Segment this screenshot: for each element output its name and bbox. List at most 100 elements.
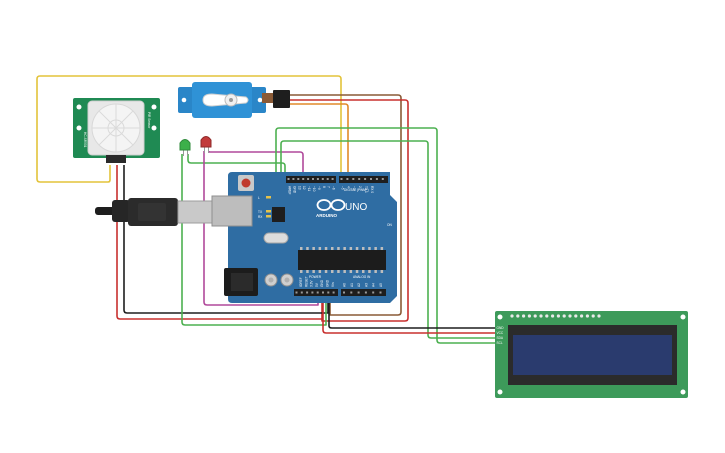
chip-pin (343, 247, 346, 250)
digital-header-strip-b (339, 176, 388, 183)
header-pin (352, 178, 355, 180)
chip-pin (368, 247, 371, 250)
led-green[interactable] (179, 139, 191, 157)
lcd-pad (556, 314, 561, 318)
header-pin (306, 291, 309, 294)
power-pin-label: Vin (331, 282, 335, 287)
capacitor-top (284, 277, 290, 283)
header-pin (302, 178, 305, 180)
usb-cable[interactable] (95, 198, 213, 226)
pir-mount-hole (76, 104, 82, 110)
chip-pin (374, 247, 377, 250)
wire-green-lcd-scl (280, 140, 496, 339)
digital-pin-label: AREF (288, 186, 292, 195)
wire-red-lcd-vcc (322, 296, 496, 334)
lcd-pad (551, 314, 555, 318)
chip-pin (349, 270, 353, 273)
led-red[interactable] (200, 136, 212, 154)
usb-cable-wire (95, 207, 115, 215)
pir-mount-hole (151, 104, 157, 110)
chip-pin (374, 270, 377, 273)
usb-cable-boot (112, 200, 130, 222)
digital-pin-label: 13 (297, 186, 301, 190)
wire-red-servo-power (290, 99, 409, 322)
wire-green-led-pin (187, 154, 286, 178)
crystal-oscillator (263, 232, 289, 244)
digital-pin-label: 8 (322, 186, 326, 188)
wire-magenta-led-pin (208, 151, 304, 178)
chip-pin (343, 270, 346, 273)
chip-pin (380, 247, 384, 250)
header-pin (316, 291, 319, 294)
arduino-board (228, 172, 397, 303)
lcd-pad (580, 314, 584, 318)
chip-pin (355, 270, 359, 273)
analog-label: ANALOG IN (353, 275, 371, 279)
lcd-pad (574, 314, 578, 318)
header-pin (332, 291, 335, 294)
header-pin (321, 178, 324, 180)
header-pin (312, 178, 314, 180)
pir-fresnel-pattern (92, 104, 140, 152)
servo-motor[interactable] (178, 82, 290, 118)
led-red-leg (204, 145, 205, 153)
header-pin (331, 178, 334, 180)
pir-mount-hole (76, 125, 82, 131)
header-pin (346, 178, 349, 180)
power-pin-label: IOREF (299, 277, 303, 287)
analog-header-strip (341, 289, 386, 296)
wire-magenta-led-ground (203, 151, 319, 306)
pir-sensor[interactable]: HC-SR501 PIR Sensor (73, 98, 160, 163)
header-pin (364, 291, 367, 294)
header-pin (381, 178, 384, 180)
servo-screw-hole (181, 97, 187, 103)
analog-pin-label: A5 (379, 283, 383, 287)
header-pin (307, 178, 310, 180)
lcd-pad (545, 314, 549, 318)
chip-pin (331, 247, 334, 250)
pir-left-label: HC-SR501 (83, 132, 87, 148)
power-pin-label: GND (326, 279, 330, 287)
lcd-pad (516, 314, 520, 318)
arduino-model-label: UNO (345, 202, 367, 213)
led-red-body (200, 136, 212, 148)
header-pin (326, 178, 329, 180)
servo-cable (262, 93, 274, 103)
wire-red-pir-power (116, 165, 322, 320)
power-header-strip (294, 289, 338, 296)
header-pin (295, 291, 298, 294)
arduino-uno[interactable]: L TX RX ARDUINO UNO DIGITAL (PWM~) ON AR… (211, 172, 397, 303)
digital-pin-label: 12 (302, 186, 306, 190)
header-pin (300, 291, 303, 294)
indicator-label-rx: RX (258, 215, 263, 219)
lcd-pad (568, 314, 572, 318)
chip-pin (337, 247, 340, 250)
digital-header-pins (287, 178, 384, 180)
lcd-pad (562, 314, 566, 318)
header-pin (372, 291, 375, 294)
power-pin-label: RESET (304, 276, 308, 287)
chip-pin (306, 247, 309, 250)
lcd-mount-hole (680, 389, 686, 395)
header-pin (370, 178, 372, 180)
pir-fresnel-center (107, 119, 125, 137)
chip-pin (324, 270, 328, 273)
wire-black-pir-ground (123, 165, 329, 314)
digital-pin-label: ~10 (312, 186, 316, 192)
reset-button-cap[interactable] (241, 178, 251, 188)
lcd-pad (597, 314, 601, 318)
pir-mount-hole (151, 125, 157, 131)
indicator-led-tx (266, 210, 271, 213)
wire-yellow-pir-signal (36, 75, 342, 183)
lcd-pad (522, 314, 526, 318)
usb-plug-metal (177, 200, 213, 224)
header-pin (358, 178, 361, 180)
lcd-pin-label: SDA (497, 336, 504, 340)
header-pin (340, 178, 343, 180)
led-red-leg (208, 145, 209, 153)
pir-right-label: PIR Sensor (147, 112, 151, 129)
analog-pin-label: A1 (350, 283, 354, 287)
digital-pin-label: GND (292, 186, 296, 194)
chip-pin (318, 270, 322, 273)
